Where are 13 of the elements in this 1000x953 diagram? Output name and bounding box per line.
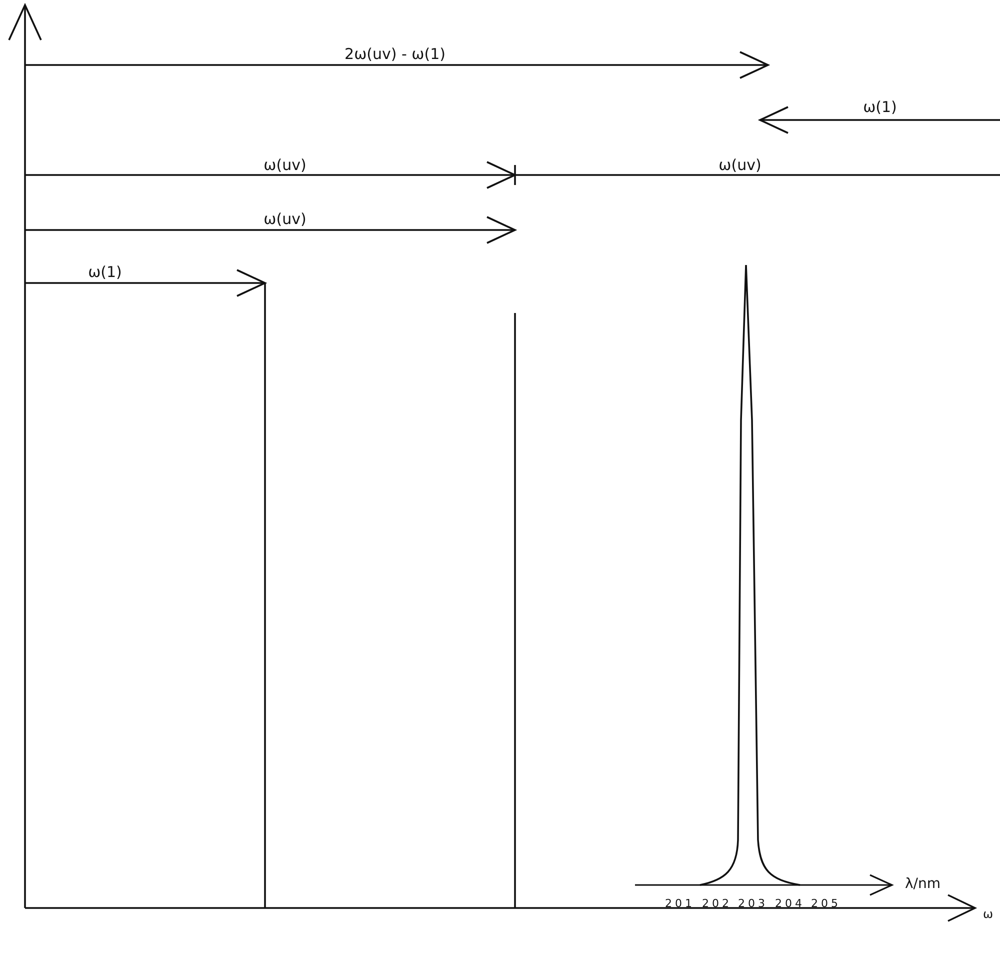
- axis-label: λ/nm: [905, 877, 941, 891]
- axis-label: ω: [983, 908, 994, 920]
- arrow-label: ω(uv): [264, 158, 306, 173]
- tick-label: 205: [811, 898, 841, 909]
- tick-label: 202: [702, 898, 732, 909]
- tick-label: 201: [665, 898, 695, 909]
- arrow-label: ω(1): [88, 265, 122, 280]
- arrow-label: ω(uv): [264, 212, 306, 227]
- tick-label: 203: [738, 898, 768, 909]
- arrow-label: ω(uv): [718, 158, 762, 173]
- arrow-label: 2ω(uv) - ω(1): [344, 47, 446, 62]
- tick-label: 204: [775, 898, 805, 909]
- arrow-label: ω(1): [863, 100, 897, 115]
